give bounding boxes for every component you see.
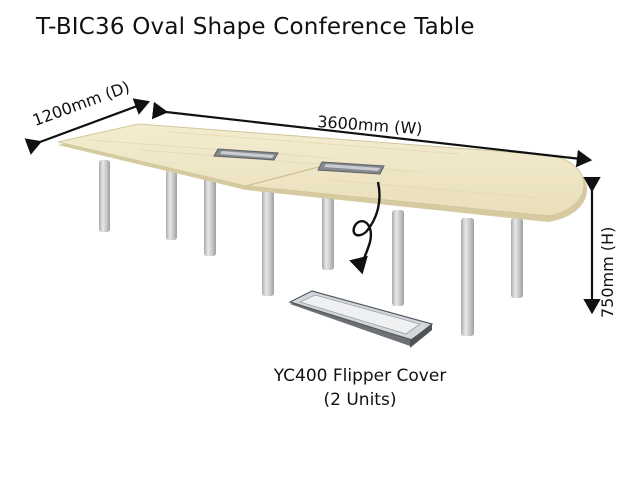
pointer-arrow [349,181,381,275]
table-legs [99,160,523,336]
table-leg [511,218,523,298]
table-leg [392,210,404,306]
accessory-quantity: (2 Units) [323,390,397,410]
table-leg [99,160,110,232]
depth-dimension-arrow [24,98,151,155]
page-title: T-BIC36 Oval Shape Conference Table [36,14,475,40]
table-leg [262,188,274,296]
accessory-caption: YC400 Flipper Cover (2 Units) [250,364,470,412]
flipper-cover-illustration [288,290,434,348]
table-leg [322,196,334,270]
table-leg [461,218,474,336]
height-label: 750mm (H) [598,226,617,318]
table-leg [166,170,177,240]
table-leg [204,178,216,256]
width-dimension-arrow [151,101,593,168]
accessory-name: YC400 Flipper Cover [273,366,447,386]
